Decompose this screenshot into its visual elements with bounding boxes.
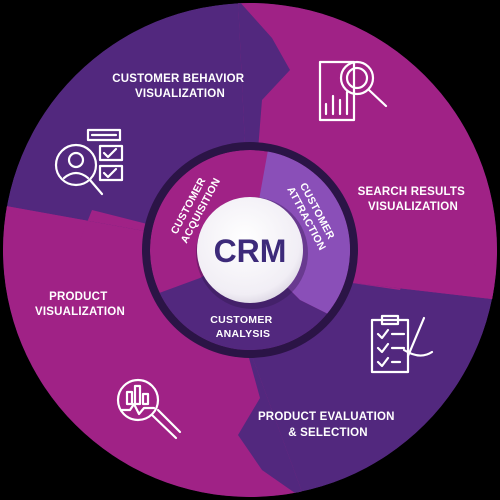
analyst-magnifier-icon [54,128,124,196]
inner-label-analysis-line2: ANALYSIS [216,328,271,340]
center-disc [197,197,303,303]
outer-arrow-right [345,246,497,300]
outer-label-product-line1: PRODUCT [49,291,107,303]
outer-label-search-line2: VISUALIZATION [368,201,458,213]
outer-label-evaluation-line2: & SELECTION [288,427,368,439]
outer-label-search-line1: SEARCH RESULTS [358,186,466,198]
inner-label-analysis: CUSTOMER ANALYSIS [210,314,276,340]
inner-segment-attraction [250,150,350,330]
center-label: CRM [214,233,287,269]
outer-label-evaluation-line1: PRODUCT EVALUATION [258,411,395,423]
checklist-pen-icon [370,314,434,374]
outer-label-product: PRODUCT VISUALIZATION [35,291,125,318]
inner-segment-analysis [150,250,350,350]
outer-label-behavior-line1: CUSTOMER BEHAVIOR [112,73,245,85]
outer-label-behavior: CUSTOMER BEHAVIOR VISUALIZATION [112,73,247,100]
outer-label-behavior-line2: VISUALIZATION [135,88,225,100]
outer-label-product-line2: VISUALIZATION [35,306,125,318]
outer-label-search: SEARCH RESULTS VISUALIZATION [358,186,469,213]
search-report-icon [318,60,388,122]
product-magnifier-icon [116,378,182,440]
outer-label-evaluation: PRODUCT EVALUATION & SELECTION [258,411,398,439]
inner-label-analysis-line1: CUSTOMER [210,314,272,326]
outer-arrow-bottom [238,318,305,497]
